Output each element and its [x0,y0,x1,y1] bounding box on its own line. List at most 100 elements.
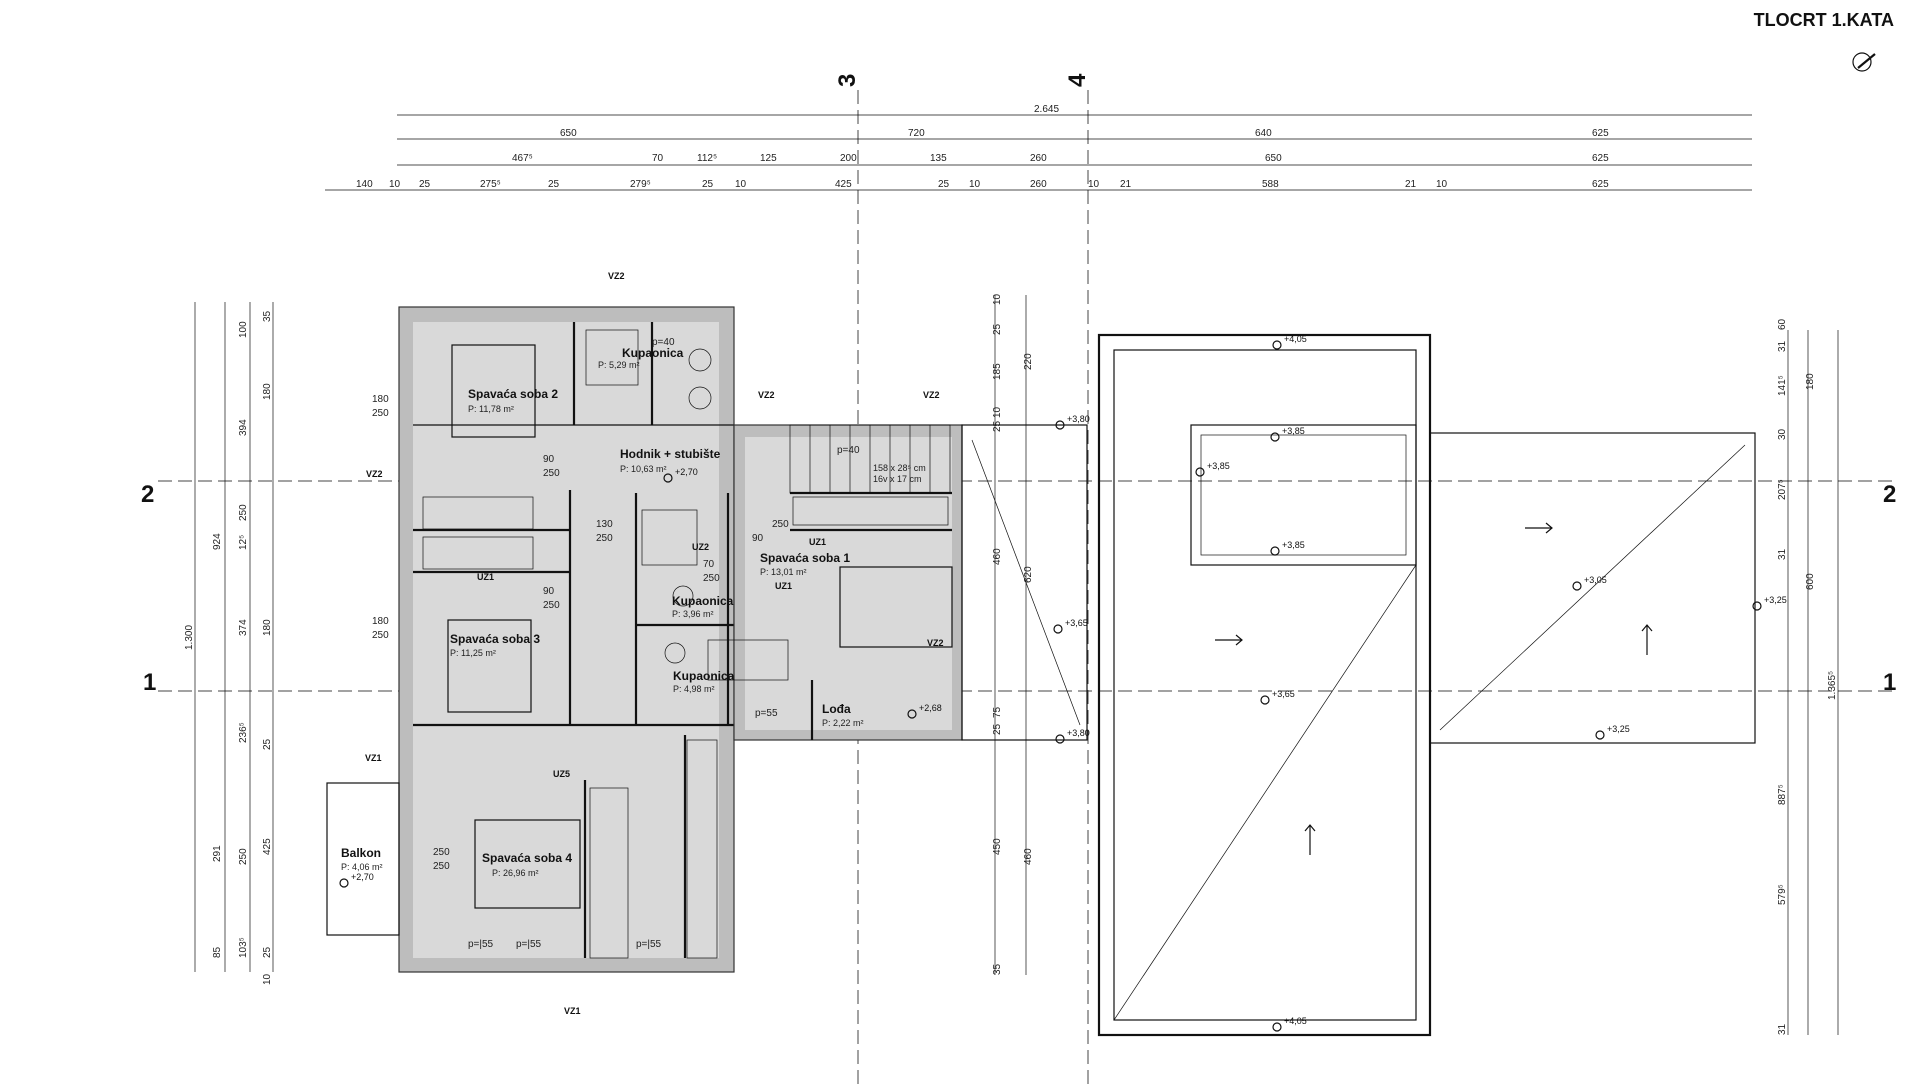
room-area: P: 11,78 m² [468,404,514,414]
dim-label: 60 [1777,318,1788,330]
level-markers: +4,05 +3,80 +3,85 +3,85 +3,85 +2,70 +3,05 +3,25… [339,334,1787,1032]
room-name: Balkon [341,846,381,860]
dim-label: 25 [262,946,273,958]
level-value: +3,85 [1282,540,1305,550]
axis-label-2-left: 2 [141,481,154,508]
tag-vz2: VZ2 [923,390,940,400]
dim-label: 85 [212,946,223,958]
dim-label: 200 [840,153,857,164]
room-area: P: 2,22 m² [822,718,864,728]
tag-vz2: VZ2 [608,271,625,281]
dim-label: 12⁵ [238,535,249,550]
opening-height: 250 [372,408,389,419]
tag-vz1: VZ1 [564,1006,581,1016]
dim-label: 180 [1805,373,1816,390]
room-name: Spavaća soba 4 [482,851,572,865]
level-value: +2,70 [351,872,374,882]
tag-vz2: VZ2 [366,469,383,479]
room-area: P: 11,25 m² [450,648,496,658]
dim-label: 275⁵ [480,179,501,190]
dim-label: 250 [238,504,249,521]
level-marker: +2,70 [339,872,374,888]
dim-label: 31 [1777,1023,1788,1035]
dim-label: 625 [1592,179,1609,190]
dim-label: 10 [1088,179,1100,190]
opening-height: 250 [433,861,450,872]
opening-p: p=|55 [468,939,494,950]
room-name: Spavaća soba 1 [760,551,850,565]
opening-height: 250 [543,468,560,479]
opening-width: 90 [752,533,764,544]
dim-label: 720 [908,128,925,139]
terrace-area [961,424,1088,741]
dim-label: 588 [1262,179,1279,190]
room-area: P: 3,96 m² [672,609,714,619]
dim-label: 10 [389,179,401,190]
dim-label: 620 [1023,566,1034,583]
tag-vz1: VZ1 [365,753,382,763]
opening-height: 250 [703,573,720,584]
level-marker: +3,80 [1055,728,1090,744]
dim-label: 25 [702,179,714,190]
level-value: +3,80 [1067,414,1090,424]
level-value: +3,65 [1065,618,1088,628]
dim-label: 180 [262,383,273,400]
level-marker: +3,65 [1053,618,1088,634]
top-dimension-lines [325,114,1752,191]
dim-label: 31 [1777,340,1788,352]
dim-label: 10 [992,293,1003,305]
bathroom-fixtures [585,329,789,681]
opening-width: 250 [433,847,450,858]
room-area: P: 4,06 m² [341,862,383,872]
dim-label: 450 [992,838,1003,855]
tag-vz2: VZ2 [927,638,944,648]
dim-label: 236⁵ [238,722,249,743]
level-marker: +3,65 [1260,689,1295,705]
room-name: Spavaća soba 2 [468,387,558,401]
room-name: Lođa [822,702,851,716]
dim-label: 640 [1255,128,1272,139]
level-marker: +2,68 [907,703,942,719]
dim-label: 250 [238,848,249,865]
dim-label: 279⁵ [630,179,651,190]
dim-label: 25 [992,420,1003,432]
opening-height: 250 [543,600,560,611]
level-marker: +3,25 [1752,595,1787,611]
level-marker: +3,85 [1195,461,1230,477]
dim-label: 25 [262,738,273,750]
wardrobes [422,496,949,959]
dim-label: 35 [262,310,273,322]
tag-uz1: UZ1 [809,537,826,547]
element-tags: VZ2 VZ2 VZ2 VZ2 VZ2 VZ1 VZ1 UZ1 UZ1 UZ1 … [365,271,944,1016]
tag-uz1: UZ1 [775,581,792,591]
axis-label-4: 4 [1064,73,1091,87]
opening-width: 70 [703,559,715,570]
dim-label: 112⁵ [697,153,717,164]
dim-label: 650 [560,128,577,139]
dim-label: 10 [1436,179,1448,190]
room-area: P: 4,98 m² [673,684,715,694]
level-marker: +3,85 [1270,426,1305,442]
dim-label: 30 [1777,428,1788,440]
tag-vz2: VZ2 [758,390,775,400]
dim-label: 103⁵ [238,937,249,958]
dim-label: 460 [992,548,1003,565]
level-value: +3,05 [1584,575,1607,585]
room-name: Kupaonica [622,346,684,360]
room-area: P: 5,29 m² [598,360,640,370]
level-value: +3,80 [1067,728,1090,738]
level-value: +4,05 [1284,1016,1307,1026]
dim-label: 650 [1265,153,1282,164]
level-value: +3,25 [1607,724,1630,734]
left-dimension-lines [194,302,274,972]
opening-p: p=40 [837,445,860,456]
opening-height: 250 [772,519,789,530]
level-marker: +3,05 [1572,575,1607,591]
axis-label-2-right: 2 [1883,481,1896,508]
dim-label: 887⁵ [1777,784,1788,805]
